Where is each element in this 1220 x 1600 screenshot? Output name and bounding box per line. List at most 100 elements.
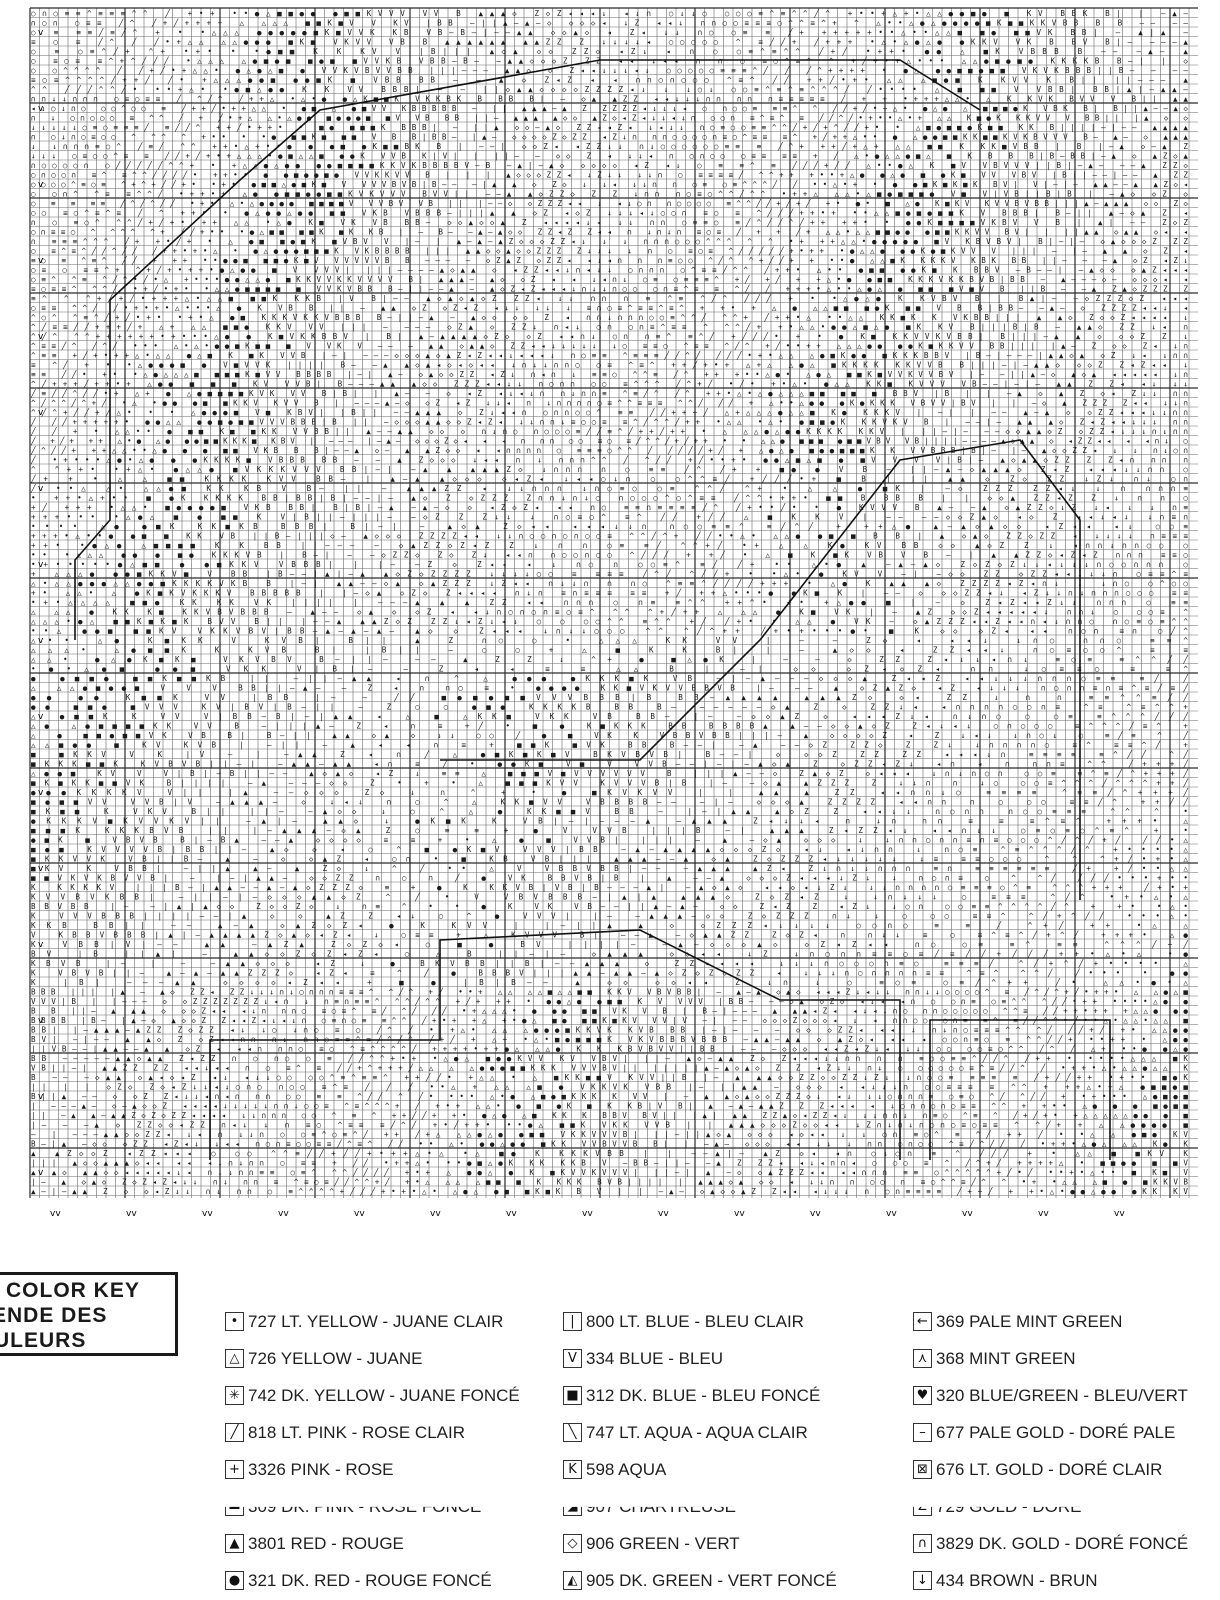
stitch-row: ○∩○○∩ ≡^ ≡^^╱╱╱╱• ++•• ● ●■●●■● VVKKVV B… — [31, 169, 1188, 179]
edge-marker: v — [38, 256, 44, 266]
edge-marker: vv — [430, 1209, 441, 1219]
edge-marker: vv — [354, 1209, 365, 1219]
half-triangle-icon: ◭ — [563, 1571, 582, 1590]
stitch-row: ↓ ↓∩∩∩≡○^ ╱≡╱ ^^ ++•△+••● ● ●■ ●K■■BK B … — [31, 141, 1188, 151]
legend-label: 3829 DK. GOLD - DORÉ FONCÉ — [936, 1533, 1189, 1553]
stitch-row: △△• ●△●K■K■ VKVBV B–||– –– ▲ Z Z ↓ ^+ ● … — [31, 654, 1188, 664]
stitch-row: ■●■ KVVVVB|BB||– ▲◇ ◇ ◂ ○ ^ ■ ●K■V VVV|B… — [31, 844, 1188, 854]
stitch-row: |– ▲ ◇▲◇ Z◇Z◂Z◂↓↓ ∩↓ ∩∩ ≡ ^≡○≡╱╱^^+╱ +•△… — [31, 1176, 1188, 1186]
stitch-row: ○ ≡^≡^╱╱^╱╱ ╱++•+•△ • ●△●●●■■■K VKBBBB |… — [31, 245, 1188, 255]
stitch-row: V KBBVBBB|▲|–▲▲▲▲Z◇▲◇◂Z◂ ↓ ○≡≡ + △ KVVV … — [31, 929, 1188, 939]
legend-item: ◭905 DK. GREEN - VERT FONCÉ — [563, 1562, 837, 1599]
color-key-subtitle: ENDE DES — [0, 1304, 108, 1327]
edge-marker: vv — [658, 1209, 669, 1219]
edge-marker: v — [38, 1016, 44, 1026]
diamond-icon: ◇ — [563, 1534, 582, 1553]
edge-marker: v — [38, 1168, 44, 1178]
grid-major-lines — [29, 7, 1198, 1198]
stitch-row: ○≡ ○ ≡≡^+ ^+╱+•++•●△●● ■ V VVV| |||––––▲… — [31, 264, 1188, 274]
stitch-row: ^^ ╱╱╱^^╱• ••+△• •●■△●● K K VV BBB| – – … — [31, 84, 1188, 94]
stitch-row: ○ ≡ ≡≡╱≡╱^ + • •△△△ ●●●●●■K■VVK KB VB–B–… — [31, 27, 1188, 37]
stitch-row: ╱ •+•••△●•△● ● ●KKKK■ VBBB BB – – ▲ Z◇◇◇… — [30, 454, 1188, 464]
legend-item: ▲3801 RED - ROUGE — [225, 1525, 520, 1562]
stitch-row: KKB BB|| –– ▲–▲ ◇▲Z◇Z◂ ● K KVV | |–||▲ ▲… — [31, 920, 1188, 930]
stitch-row: K VVVBBB||||––|▲ ◇ ◇ ▲Z Z ◂↓ ○ ^ ● VVV| … — [31, 910, 1188, 920]
down-arrow-icon: ↓ — [913, 1571, 932, 1590]
v-icon: V — [563, 1349, 582, 1368]
legend-label: 334 BLUE - BLEU — [586, 1348, 724, 1368]
edge-marker: v — [38, 332, 44, 342]
boxed-x-icon: ⊠ — [913, 1460, 932, 1479]
stitch-row: ▲–|–▲▲ Z ◇ ◇◂Z↓↓ ∩↓ ∩∩ ○ ≡^^^^+╱╱╱+•+•△•… — [31, 1186, 1188, 1196]
stitch-row: ∩ ○ ≡○^ ^^╱+╱+• ++ △△ •△● K■ VK VB BB– ◇… — [31, 217, 1188, 227]
stitch-row: K |B| –––▲▲ ◇◇◇◇◂Z◂◂ + ■ ● |B|B–– ▲ ◇◇ ◇… — [31, 977, 1188, 987]
color-key-box: COLOR KEY ENDE DES ULEURS — [0, 1272, 178, 1356]
stitch-row: •• •△△△ ●● ● ■● KKKVB | B–| – –◇ZZ◇ Z◇ Z… — [31, 549, 1188, 559]
stitch-row: ▲ ▲Z◇◇Z ◂ZZ◂◂◂ ○ ○○ ^^≡╱╱+╱╱+•++△•△ •△ ■… — [31, 1148, 1188, 1158]
backslash-icon: ╲ — [563, 1423, 582, 1442]
edge-marker: v — [38, 1092, 44, 1102]
edge-marker: vv — [962, 1209, 973, 1219]
legend-label: 742 DK. YELLOW - JUANE FONCÉ — [248, 1385, 520, 1405]
stitch-row: △ ●■■K K VV V|BB–B|–|▲▲ ◂ △ ■ △KK■ VKK V… — [31, 711, 1188, 721]
dash-icon: – — [913, 1423, 932, 1442]
stitch-row: VVV|B | |––– ◇ ◇ZZZZZZZ↓◂∩ ↓ ∩≡∩≡≡^ ^^╱^… — [31, 996, 1188, 1006]
legend-label: 677 PALE GOLD - DORÉ PALE — [936, 1422, 1176, 1442]
legend-item: •727 LT. YELLOW - JUANE CLAIR — [225, 1303, 520, 1340]
stitch-row: ╱ ╱ + • △△•• ● ■■ K■ ■KK VVBB|| ▲––▲▲ ◇◇… — [30, 426, 1188, 436]
heart-icon: ♥ — [913, 1386, 932, 1405]
stitch-row: KVVBVKBB| –||–|–◇◇◇▲▲◇Z ^ ╱ • V VBVBBB–|… — [31, 891, 1188, 901]
stitch-row: K KKKKV||||B–|▲▲––▲–▲◇ZZZ◇ ≡ + ● K KKVB|… — [31, 882, 1188, 892]
legend-column-3: ←369 PALE MINT GREEN ⋏368 MINT GREEN ♥32… — [913, 1303, 1188, 1599]
stitch-row: ╱^╱╱+ ++△△••△● ● ● ■■ VKB B B|––▲ ◇– ▲ ▲… — [30, 445, 1188, 455]
edge-marker: vv — [126, 1209, 137, 1219]
legend-label: 3326 PINK - ROSE — [248, 1459, 394, 1479]
legend-item: –677 PALE GOLD - DORÉ PALE — [913, 1414, 1188, 1451]
legend-label: 818 LT. PINK - ROSE CLAIR — [248, 1422, 465, 1442]
edge-marker: v — [38, 28, 44, 38]
legend-item: ←369 PALE MINT GREEN — [913, 1303, 1188, 1340]
edge-marker: vv — [886, 1209, 897, 1219]
shaded-triangle-icon: ▲ — [225, 1534, 244, 1553]
stitch-row: ●●●KKKKV V|| |▲ ––◇◇◇ Z◇ ↓ ∩ ^ + • ● ■KV… — [31, 787, 1188, 797]
stitch-row: ••△ ●●■ ■■KV VKKVBV|BB–▲–▲–▲– ▲◇ ◇ Z◂◂◂ … — [31, 625, 1188, 635]
filled-circle-icon: ● — [225, 1571, 244, 1590]
legend-label: 434 BROWN - BRUN — [936, 1570, 1098, 1590]
legend-item: |800 LT. BLUE - BLEU CLAIR — [563, 1303, 837, 1340]
legend-label: 676 LT. GOLD - DORÉ CLAIR — [936, 1459, 1163, 1479]
cross-stitch-chart: ○∩○≡≡^≡≡≡^^ ╱ +•+ ••●△■■●● ●■■KVVV VV B … — [29, 7, 1198, 1219]
legend-item: ◢907 CHARTREUSE — [563, 1488, 837, 1525]
stitch-row: ○∩≡≡○ ^ ^^^ ^+ ╱╱+•• •●△■■ ■■K ■K KB | –… — [31, 226, 1188, 236]
legend-item: ●321 DK. RED - ROUGE FONCÉ — [225, 1562, 520, 1599]
stitch-row: + △△△● ●●■KKV■ V BB |B––|▲|–▲ ▲◇Z◇ZZZZ ↓… — [31, 568, 1188, 578]
legend-label: 3801 RED - ROUGE — [248, 1533, 404, 1553]
grid-fine-lines — [30, 8, 1198, 1198]
legend-label: 321 DK. RED - ROUGE FONCÉ — [248, 1570, 492, 1590]
dot-icon: • — [225, 1312, 244, 1331]
stitch-row: ○ ≡ ○≡^╱+ ^+ •+• • •●■■ K K KV V |B||| ▲… — [31, 46, 1188, 56]
k-icon: K — [563, 1460, 582, 1479]
z-icon: Z — [913, 1506, 932, 1516]
legend-label: 726 YELLOW - JUANE — [248, 1348, 423, 1368]
legend-item: ♥320 BLUE/GREEN - BLEU/VERT — [913, 1377, 1188, 1414]
legend-item: ◇906 GREEN - VERT — [563, 1525, 837, 1562]
stitch-row: ○○ ≡○^≡^≡ ╱ ^ ++• • ●△●●△●● ■■ VKB VBBB–… — [31, 207, 1188, 217]
legend-item: ▬309 DK. PINK - ROSE FONCÉ — [225, 1488, 520, 1525]
stitch-row: +• △△• △ ●K■KVKKKV BBBBB | |–◇▲ ◇Z◇ Z◂◂◂… — [31, 587, 1188, 597]
legend-label: 369 PALE MINT GREEN — [936, 1311, 1123, 1331]
stitch-row: ╱≡╱╱^╱╱•+ △+ ● △●■■■■KVK VV B|B| | ▲– – … — [30, 388, 1188, 398]
edge-marker: vv — [734, 1209, 745, 1219]
stitch-row: ╱ ••△ △• △△●■ KK KB V B– || – ▲▲▲ZZ ◂ ↓↓… — [30, 483, 1188, 493]
stitch-row: ^○^ ^≡^╱+╱•+• •+•△ ●■ KKKVKKVBBB B–||–▲ … — [31, 312, 1188, 322]
stitch-row: B –– –◇▲▲ ◇▲◂◇◂Z ◂↓ ◂↓↓○○ ○○^≡^≡≡^ ++╱╱•… — [31, 1072, 1188, 1082]
edge-marker: vv — [506, 1209, 517, 1219]
edge-marker: vv — [202, 1209, 213, 1219]
filled-square-icon: ■ — [563, 1386, 582, 1405]
plus-icon: + — [225, 1460, 244, 1479]
motif-outline — [209, 929, 901, 1160]
stitch-row: ■ ■KKV V K |V – | –▲▲ Z ◂ ∩ ╱ △ ●■K■K■V … — [31, 749, 1188, 759]
edge-marker: v — [38, 788, 44, 798]
